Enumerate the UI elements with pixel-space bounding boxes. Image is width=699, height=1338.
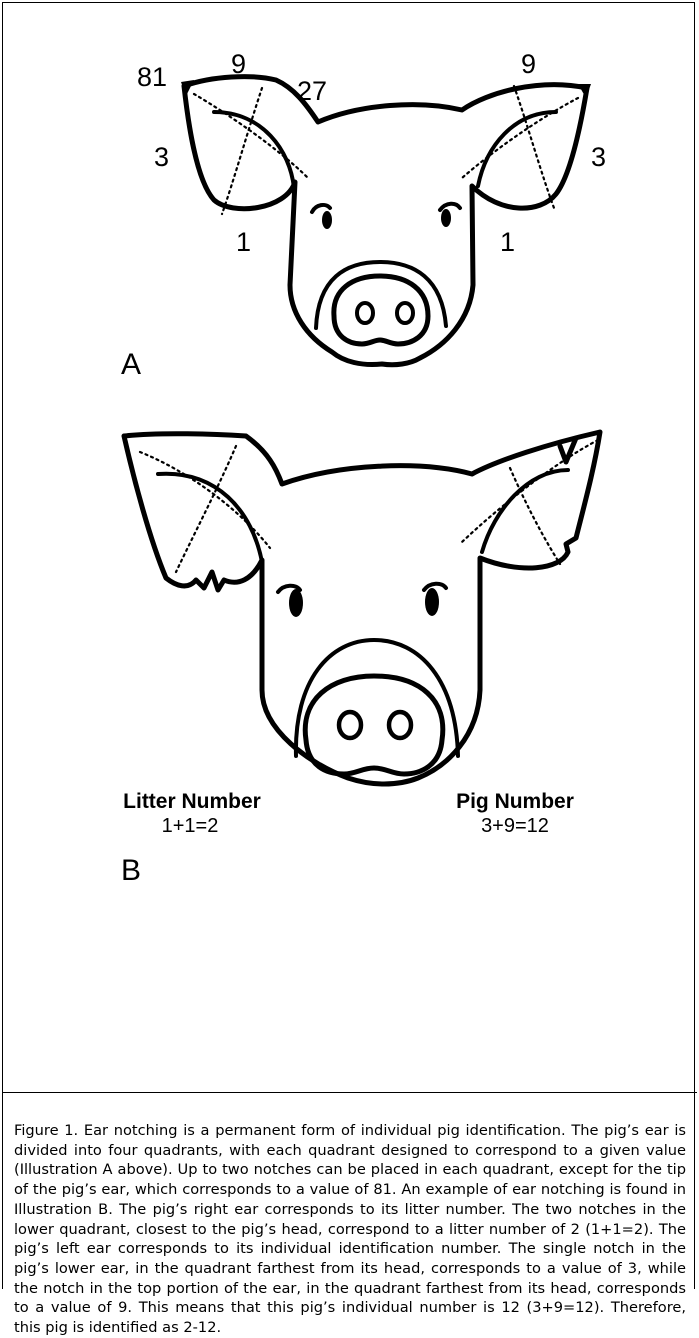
figure-caption: Figure 1. Ear notching is a permanent fo… xyxy=(14,1121,686,1338)
inner-ear-left xyxy=(214,112,294,188)
pig-number-value: 3+9=12 xyxy=(481,815,549,837)
eye-right-b xyxy=(425,588,439,616)
label-inner-27: 27 xyxy=(297,76,327,106)
label-bottom-left-1: 1 xyxy=(236,227,251,257)
quadrant-line-right-b2 xyxy=(510,468,560,564)
nostril-right xyxy=(397,303,413,323)
caption-divider xyxy=(2,1092,697,1093)
quadrant-line-right-1 xyxy=(462,98,578,178)
eye-right xyxy=(441,209,451,227)
brow-left xyxy=(312,205,330,212)
pig-head-b xyxy=(124,432,600,784)
label-top-right-9: 9 xyxy=(521,49,536,79)
inner-ear-right xyxy=(478,112,556,186)
litter-number-value: 1+1=2 xyxy=(162,815,219,837)
pig-number-title: Pig Number xyxy=(456,790,574,813)
brow-right xyxy=(440,204,460,210)
label-side-left-3: 3 xyxy=(154,142,169,172)
label-side-right-3: 3 xyxy=(591,142,606,172)
pig-head-a xyxy=(181,77,591,365)
quadrant-line-left-b1 xyxy=(140,452,270,548)
label-top-left-9: 9 xyxy=(231,49,246,79)
litter-number-title: Litter Number xyxy=(123,790,261,813)
inner-ear-right-b xyxy=(482,470,568,552)
brow-right-b xyxy=(424,584,446,590)
quadrant-line-right-2 xyxy=(514,86,554,208)
label-tip-81: 81 xyxy=(137,62,167,92)
inner-ear-left-b xyxy=(158,474,262,562)
ear-notching-figure: 81 9 27 9 3 3 1 1 A Litter Number 1+1=2 … xyxy=(0,0,699,1090)
nostril-right-b xyxy=(389,712,411,738)
snout-b xyxy=(305,676,443,774)
quadrant-line-left-b2 xyxy=(176,446,236,572)
label-bottom-right-1: 1 xyxy=(500,227,515,257)
nostril-left-b xyxy=(339,712,361,738)
nostril-left xyxy=(357,303,373,323)
panel-label-a: A xyxy=(121,348,141,381)
panel-label-b: B xyxy=(121,854,141,887)
quadrant-line-left-2 xyxy=(222,88,262,214)
eye-left xyxy=(322,211,332,229)
eye-left-b xyxy=(289,589,303,617)
